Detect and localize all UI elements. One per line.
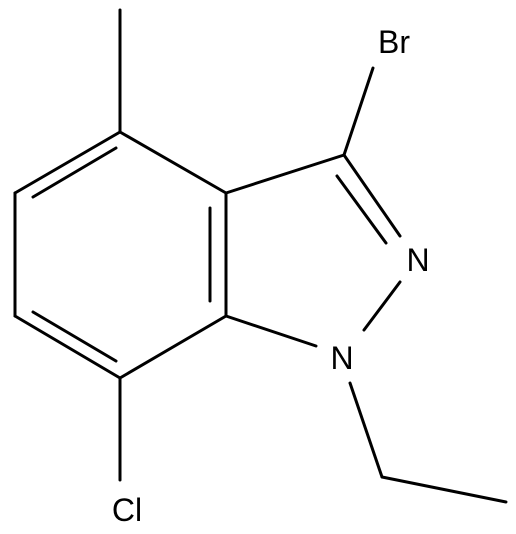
atom-label-nitrogen-1: N <box>330 340 353 376</box>
bond-n1-ch2 <box>348 381 384 479</box>
atom-label-bromine: Br <box>378 24 410 60</box>
bond-ch2-ch3 <box>380 475 508 504</box>
bond-n2-n1 <box>362 280 402 332</box>
bond-c3-n2-double <box>335 174 388 245</box>
bond-c4-c5 <box>13 130 122 195</box>
bond-c7-c7a <box>118 314 228 380</box>
atom-label-nitrogen-2: N <box>406 242 429 278</box>
bond-n1-c7a <box>224 314 318 348</box>
bond-c4-c5-inner <box>31 146 118 199</box>
atom-label-chlorine: Cl <box>112 492 142 528</box>
bond-c3-br <box>342 66 375 157</box>
bond-c6-c7-inner <box>31 310 118 363</box>
bond-c3a-c3 <box>224 153 346 195</box>
bond-c3a-c4 <box>118 130 228 195</box>
bond-c6-c7 <box>13 314 122 380</box>
bond-c3-n2 <box>342 153 402 238</box>
